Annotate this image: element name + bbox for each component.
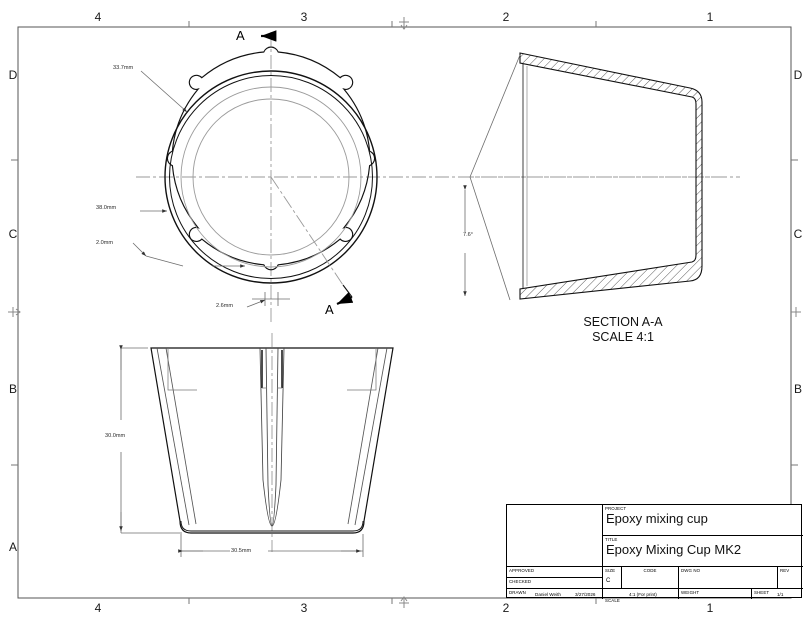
drawn-by-value: Daniel Weith [535, 591, 561, 597]
dwgno-label: DWG NO [681, 568, 701, 573]
dimension-rib-width: 2.0mm [96, 240, 114, 246]
scale-value: 4:1 (For print) [629, 591, 657, 597]
zone-label-right-c: C [793, 227, 803, 241]
size-value: C [606, 578, 611, 584]
scale-label: SCALE [605, 598, 620, 603]
title-block-scale-cell: SCALE 4:1 (For print) [603, 589, 679, 603]
dimension-height: 30.0mm [105, 433, 126, 439]
front-view-geometry [150, 333, 394, 552]
title-block-approved-cell: APPROVED [507, 567, 603, 578]
zone-label-left-b: B [8, 382, 17, 396]
title-block-dwgno-cell: DWG NO [679, 567, 778, 589]
section-arrow-label-top: A [236, 28, 245, 43]
zone-label-left-d: D [8, 68, 18, 82]
dimension-outer-diameter: 33.7mm [113, 65, 134, 71]
section-view-scale: SCALE 4:1 [592, 330, 654, 344]
title-block-checked-cell: CHECKED [507, 578, 603, 589]
project-value: Epoxy mixing cup [606, 511, 708, 526]
zone-label-right-b: B [793, 382, 802, 396]
top-view-dimensions [132, 70, 290, 308]
dimension-inner-diameter: 38.0mm [96, 205, 117, 211]
title-value: Epoxy Mixing Cup MK2 [606, 542, 742, 557]
drawn-label: DRAWN [509, 590, 526, 595]
title-block-drawn-cell: DRAWN Daniel Weith 3/27/2026 [507, 589, 603, 599]
title-block-weight-cell: WEIGHT [679, 589, 752, 599]
project-label: PROJECT [605, 506, 627, 511]
sheet-label: SHEET [754, 590, 770, 595]
draft-angle-dimension [463, 54, 521, 301]
zone-label-top-1: 1 [706, 10, 714, 24]
zone-label-bottom-2: 2 [502, 601, 510, 615]
checked-label: CHECKED [509, 579, 532, 584]
section-view-title: SECTION A-A SCALE 4:1 [548, 315, 698, 345]
front-view-dimensions [119, 345, 364, 557]
dimension-width: 30.5mm [231, 548, 252, 554]
section-view-title-line1: SECTION A-A [583, 315, 663, 329]
cup-outline [150, 347, 394, 534]
title-block-rev-cell: REV [778, 567, 803, 589]
drawn-date-value: 3/27/2026 [575, 591, 596, 597]
sheet-border [8, 17, 801, 608]
title-block-size-cell: SIZE C [603, 567, 622, 589]
zone-label-bottom-1: 1 [706, 601, 714, 615]
zone-label-left-a: A [8, 540, 17, 554]
section-view-geometry [460, 52, 740, 300]
title-block-logo-cell [507, 505, 603, 567]
title-block: PROJECT Epoxy mixing cup TITLE Epoxy Mix… [506, 504, 803, 603]
section-line-a-a [261, 30, 354, 305]
dimension-draft-angle: 7.6° [463, 232, 474, 238]
zone-label-top-4: 4 [94, 10, 102, 24]
approved-label: APPROVED [509, 568, 535, 573]
zone-label-top-2: 2 [502, 10, 510, 24]
zone-label-bottom-3: 3 [300, 601, 308, 615]
title-block-sheet-cell: SHEET 1/1 [752, 589, 803, 599]
zone-label-right-d: D [793, 68, 803, 82]
zone-label-left-c: C [8, 227, 18, 241]
weight-label: WEIGHT [681, 590, 700, 595]
zone-label-top-3: 3 [300, 10, 308, 24]
title-block-project-cell: PROJECT Epoxy mixing cup [603, 505, 803, 536]
size-label: SIZE [605, 568, 616, 573]
sheet-value: 1/1 [777, 591, 784, 597]
dimension-tab-height: 2.6mm [216, 303, 234, 309]
title-label: TITLE [605, 537, 618, 542]
zone-label-bottom-4: 4 [94, 601, 102, 615]
cup-wall-section [519, 52, 703, 300]
rev-label: REV [780, 568, 790, 573]
title-block-title-cell: TITLE Epoxy Mixing Cup MK2 [603, 536, 803, 567]
title-block-code-cell: CODE [622, 567, 679, 589]
section-arrow-label-bottom: A [325, 302, 334, 317]
flange-outline [166, 46, 376, 271]
code-label: CODE [643, 568, 657, 573]
